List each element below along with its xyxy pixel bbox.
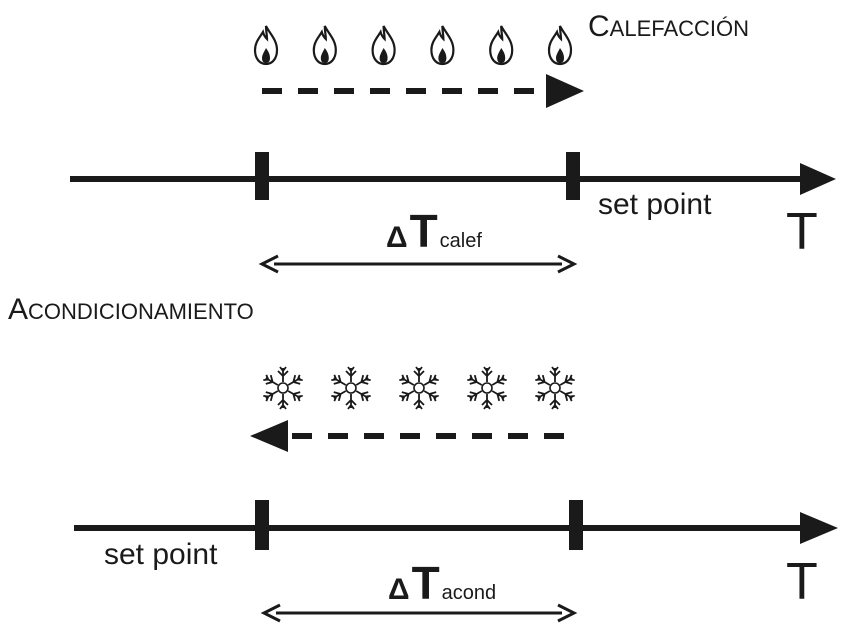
- cooling-title-initial: A: [8, 293, 29, 326]
- cooling-setpoint-tick: [255, 500, 269, 550]
- cooling-delta-label: Δ T acond: [388, 556, 496, 610]
- heating-arrow-head: [546, 74, 584, 108]
- flame-icon: [430, 25, 455, 66]
- cooling-high-threshold-tick: [569, 500, 583, 550]
- snowflake-icon: [535, 366, 575, 410]
- heating-delta-left-arrow: [258, 254, 279, 274]
- cooling-delta-left-arrow: [260, 603, 281, 623]
- heating-delta-subscript: calef: [439, 230, 482, 252]
- heating-section: [70, 25, 836, 274]
- snowflake-icon: [331, 366, 371, 410]
- snowflake-icons: [263, 366, 575, 410]
- heating-title-rest: ALEFACCIÓN: [609, 16, 750, 41]
- cooling-delta-right-arrow: [557, 603, 578, 623]
- heating-delta-right-arrow: [557, 254, 578, 274]
- heating-axis-label: T: [786, 203, 818, 261]
- heating-delta-letter: T: [409, 205, 438, 257]
- cooling-axis-arrow-head: [800, 512, 838, 544]
- heating-delta-label: Δ T calef: [386, 204, 482, 258]
- cooling-axis-label: T: [786, 553, 818, 611]
- cooling-title: ACONDICIONAMIENTO: [8, 293, 254, 327]
- heating-axis-arrow-head: [800, 163, 836, 195]
- cooling-title-rest: CONDICIONAMIENTO: [28, 299, 254, 324]
- flame-icon: [371, 25, 396, 66]
- cooling-delta-subscript: acond: [441, 582, 497, 604]
- heating-delta-symbol: Δ: [386, 221, 408, 254]
- flame-icon: [547, 25, 573, 66]
- cooling-arrow-head: [250, 420, 288, 452]
- snowflake-icon: [399, 366, 439, 410]
- heating-low-threshold-tick: [255, 152, 269, 200]
- snowflake-icon: [263, 366, 303, 410]
- cooling-delta-letter: T: [411, 557, 440, 609]
- flame-icons: [253, 25, 573, 66]
- flame-icon: [312, 25, 337, 66]
- heating-title: CALEFACCIÓN: [588, 10, 749, 44]
- heating-setpoint-tick: [566, 152, 580, 200]
- cooling-delta-symbol: Δ: [388, 573, 410, 606]
- cooling-section: [74, 366, 838, 623]
- cooling-setpoint-label: set point: [104, 538, 218, 571]
- heating-setpoint-label: set point: [598, 188, 712, 221]
- flame-icon: [489, 25, 514, 66]
- flame-icon: [253, 25, 279, 66]
- heating-title-initial: C: [588, 10, 610, 43]
- snowflake-icon: [467, 366, 507, 410]
